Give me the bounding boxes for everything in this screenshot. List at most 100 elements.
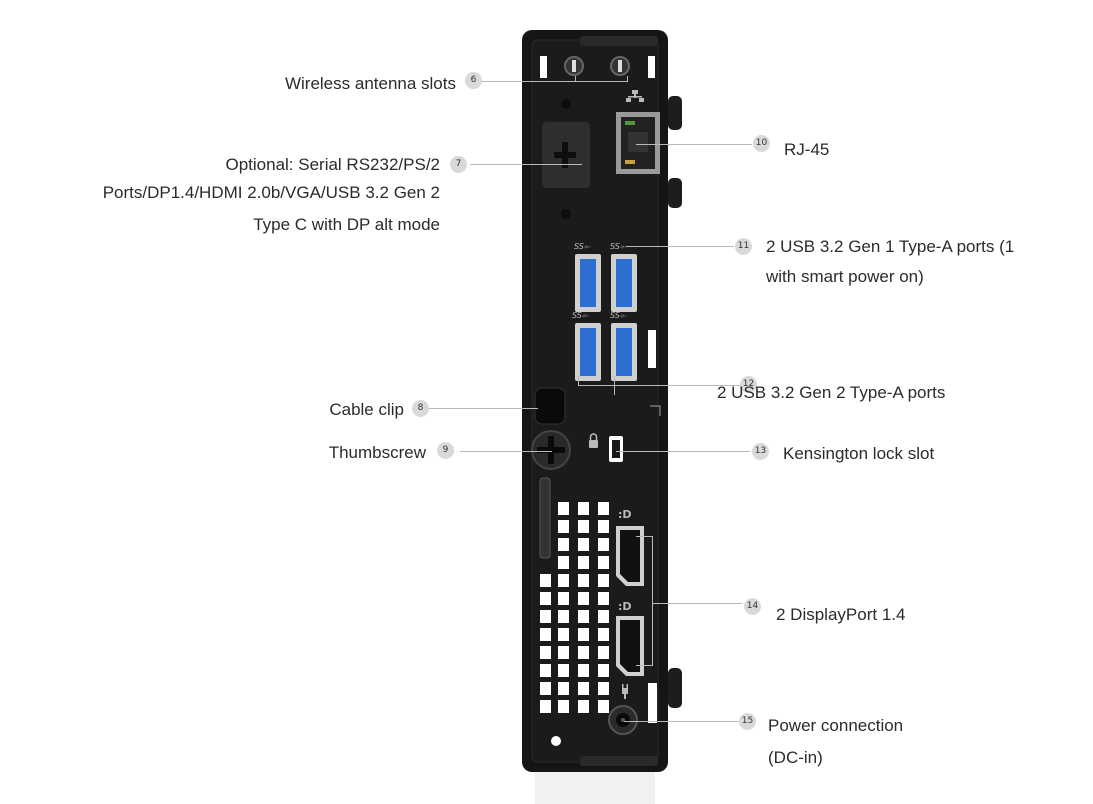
callout-badge-11: 11 bbox=[735, 238, 752, 255]
antenna-hole-slot bbox=[618, 60, 622, 72]
vent-hole bbox=[540, 646, 551, 659]
leader-line-11 bbox=[626, 246, 734, 247]
vent-hole bbox=[578, 664, 589, 677]
callout-label-rj45: RJ-45 bbox=[784, 140, 830, 159]
vent-slot bbox=[648, 330, 656, 368]
callout-badge-13: 13 bbox=[752, 443, 769, 460]
vent-hole bbox=[558, 574, 569, 587]
vent-hole bbox=[598, 682, 609, 695]
callout-badge-15: 15 bbox=[739, 713, 756, 730]
superspeed-usb-icon: SS⟜ bbox=[574, 242, 591, 251]
vent-hole bbox=[558, 628, 569, 641]
screw-hole bbox=[551, 736, 561, 746]
vent-hole bbox=[558, 592, 569, 605]
leader-line-14 bbox=[652, 603, 742, 604]
vent-grid bbox=[540, 502, 609, 713]
usb-port-gen2 bbox=[611, 323, 637, 381]
leader-line-13 bbox=[616, 451, 750, 452]
bottom-rail bbox=[580, 756, 658, 766]
leader-line-9 bbox=[460, 451, 552, 452]
vent-hole bbox=[558, 682, 569, 695]
callout-badge-12: 12 bbox=[740, 376, 757, 393]
superspeed-usb-icon: SS⟜ bbox=[572, 311, 589, 320]
top-handle bbox=[580, 36, 658, 46]
side-grip bbox=[539, 477, 551, 559]
corner-mark bbox=[650, 405, 661, 416]
callout-label-usb-gen2: 2 USB 3.2 Gen 2 Type-A ports bbox=[717, 383, 946, 402]
leader-line-6 bbox=[482, 81, 628, 82]
callout-badge-8: 8 bbox=[412, 400, 429, 417]
vent-hole bbox=[598, 646, 609, 659]
callout-label-optional-ports-line2: Ports/DP1.4/HDMI 2.0b/VGA/USB 3.2 Gen 2 bbox=[102, 183, 440, 202]
displayport-icon: :D bbox=[618, 508, 632, 521]
vent-hole bbox=[540, 592, 551, 605]
vent-hole bbox=[558, 520, 569, 533]
callout-label-wireless-antenna: Wireless antenna slots bbox=[284, 74, 456, 93]
vent-hole bbox=[578, 502, 589, 515]
vent-hole bbox=[578, 574, 589, 587]
vent-hole bbox=[598, 502, 609, 515]
leader-line-12 bbox=[578, 385, 742, 386]
vent-hole bbox=[578, 646, 589, 659]
vent-hole bbox=[578, 592, 589, 605]
leader-line-14-bracket-bottom bbox=[636, 665, 652, 666]
vent-hole bbox=[558, 556, 569, 569]
vent-hole bbox=[598, 664, 609, 677]
module-screw bbox=[561, 209, 571, 219]
side-bump bbox=[668, 96, 682, 130]
vent-slot bbox=[648, 56, 655, 78]
leader-line-10 bbox=[636, 144, 752, 145]
vent-hole bbox=[540, 682, 551, 695]
leader-line-14-bracket bbox=[652, 536, 653, 666]
vent-hole bbox=[578, 520, 589, 533]
vent-hole bbox=[558, 502, 569, 515]
cable-clip bbox=[534, 387, 566, 425]
side-bump bbox=[668, 668, 682, 708]
vent-hole bbox=[598, 628, 609, 641]
superspeed-usb-icon: SS⟜ bbox=[610, 242, 627, 251]
usb-port-gen1 bbox=[575, 254, 601, 312]
callout-badge-6: 6 bbox=[465, 72, 482, 89]
side-bump bbox=[668, 178, 682, 208]
vent-hole bbox=[540, 610, 551, 623]
vent-hole bbox=[598, 538, 609, 551]
callout-label-kensington: Kensington lock slot bbox=[783, 444, 935, 463]
callout-label-optional-ports-line3: Type C with DP alt mode bbox=[253, 215, 440, 234]
vent-slot bbox=[540, 56, 547, 78]
callout-label-usb-gen1-line2: with smart power on) bbox=[766, 267, 924, 286]
callout-label-thumbscrew: Thumbscrew bbox=[328, 443, 426, 462]
vent-hole bbox=[558, 610, 569, 623]
vent-hole bbox=[578, 556, 589, 569]
leader-line-14-bracket-top bbox=[636, 536, 652, 537]
leader-line-12-drop bbox=[578, 376, 579, 385]
vent-slot bbox=[648, 683, 657, 723]
vent-hole bbox=[578, 682, 589, 695]
displayport-icon: :D bbox=[618, 600, 632, 613]
lock-icon bbox=[589, 433, 598, 448]
leader-line-12-drop bbox=[614, 376, 615, 395]
vent-hole bbox=[558, 646, 569, 659]
leader-line-7 bbox=[470, 164, 582, 165]
vent-hole bbox=[578, 700, 589, 713]
callout-label-optional-ports-line1: Optional: Serial RS232/PS/2 bbox=[225, 155, 440, 174]
callout-badge-9: 9 bbox=[437, 442, 454, 459]
power-plug-icon bbox=[622, 684, 628, 699]
callout-badge-14: 14 bbox=[744, 598, 761, 615]
leader-line-8 bbox=[428, 408, 538, 409]
vent-hole bbox=[598, 592, 609, 605]
vent-hole bbox=[598, 700, 609, 713]
module-screw bbox=[561, 99, 571, 109]
vent-hole bbox=[558, 538, 569, 551]
callout-label-displayport: 2 DisplayPort 1.4 bbox=[776, 605, 906, 624]
vent-hole bbox=[578, 628, 589, 641]
callout-label-power-line1: Power connection bbox=[768, 716, 904, 735]
vent-hole bbox=[540, 574, 551, 587]
callout-label-power-line2: (DC-in) bbox=[768, 748, 823, 767]
callout-badge-10: 10 bbox=[753, 135, 770, 152]
vent-hole bbox=[540, 628, 551, 641]
leader-line-6-drop bbox=[575, 76, 576, 82]
vent-hole bbox=[540, 700, 551, 713]
vent-hole bbox=[598, 574, 609, 587]
vent-hole bbox=[598, 610, 609, 623]
